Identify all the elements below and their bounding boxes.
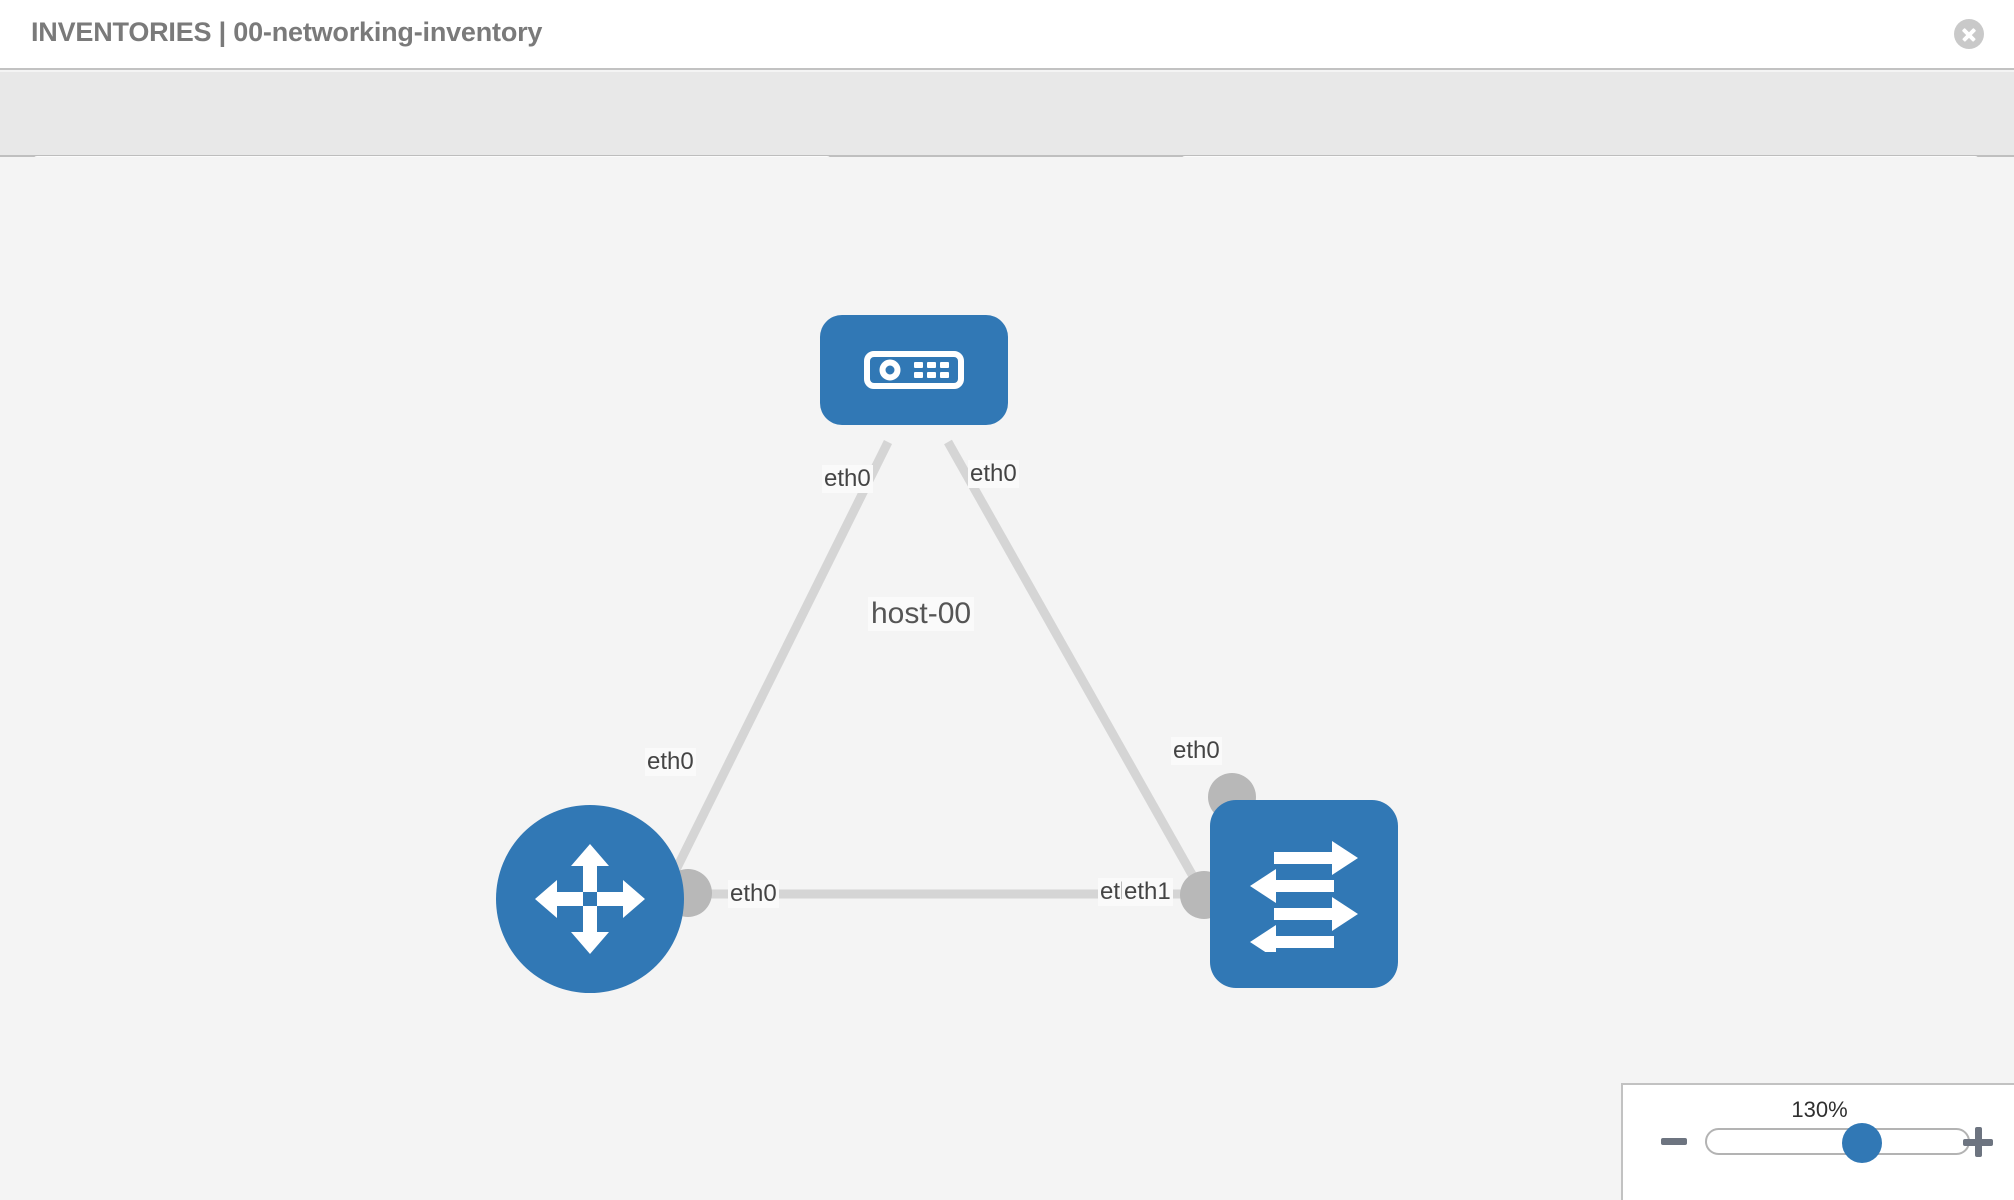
link-router-host xyxy=(655,440,893,904)
page-header: INVENTORIES | 00-networking-inventory xyxy=(0,0,2014,70)
edge-label-router-switch-near-router: eth0 xyxy=(728,880,779,908)
close-icon[interactable] xyxy=(1954,19,1984,49)
edge-label-router-switch-near-switch: eth1 xyxy=(1122,878,1173,906)
switch-icon xyxy=(1250,841,1358,952)
link-host-switch xyxy=(944,439,1220,920)
minus-icon[interactable] xyxy=(1661,1138,1687,1145)
host-00-label: host-00 xyxy=(868,597,975,631)
edge-label-router-host-near-host: eth0 xyxy=(822,465,873,493)
zoom-slider[interactable] xyxy=(1705,1123,1970,1163)
topology-canvas[interactable]: host-00 router-00 xyxy=(0,157,2014,1200)
router-icon xyxy=(535,844,645,954)
host-00-shape[interactable] xyxy=(820,315,1008,425)
edge-label-host-switch-near-switch: eth0 xyxy=(1171,737,1222,765)
zoom-control-panel: 130% xyxy=(1621,1083,2014,1200)
switch-00-shape[interactable] xyxy=(1210,800,1398,988)
zoom-slider-handle[interactable] xyxy=(1842,1123,1882,1163)
topology-links xyxy=(655,439,1222,920)
page-title: INVENTORIES | 00-networking-inventory xyxy=(31,17,543,47)
edge-label-host-switch-near-host: eth0 xyxy=(968,460,1019,488)
router-00-shape[interactable] xyxy=(496,805,684,993)
edge-label-router-host-near-router: eth0 xyxy=(645,748,696,776)
server-icon xyxy=(864,351,964,389)
plus-icon[interactable] xyxy=(1963,1127,1993,1157)
zoom-percent-label: 130% xyxy=(1791,1097,1848,1122)
toolbar: ACTIONS SEARCH xyxy=(0,72,2014,203)
